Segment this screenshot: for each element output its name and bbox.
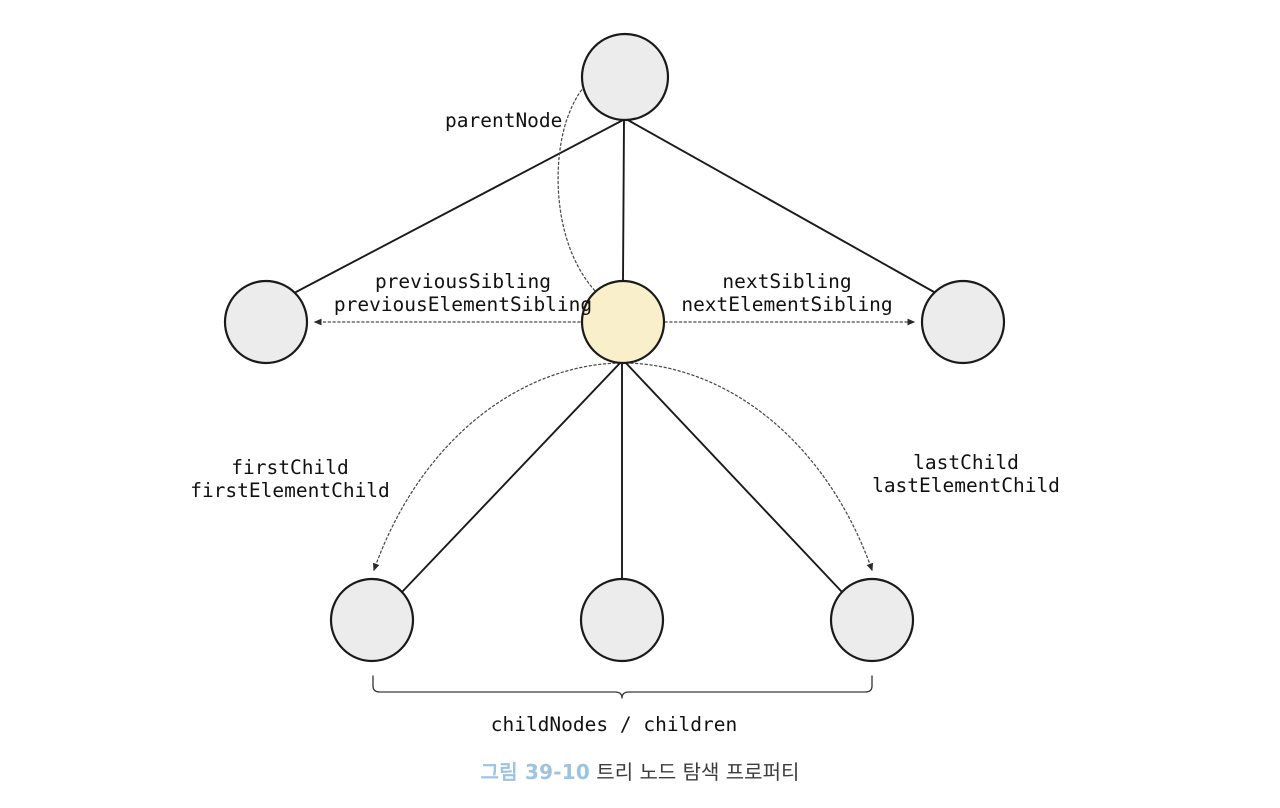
label-previous-sibling-line2: previousElementSibling [334, 293, 592, 316]
bracket-path [372, 675, 873, 699]
tree-edges-group [295, 118, 935, 593]
node-child-middle[interactable] [579, 577, 665, 663]
label-parent-node: parentNode [445, 109, 562, 132]
edge-root-to-next-sibling [625, 118, 935, 293]
node-current[interactable] [580, 279, 666, 365]
arrow-last-child [625, 362, 874, 572]
property-labels-group: parentNode previousSibling previousEleme… [190, 109, 1060, 736]
edge-current-to-child-last [624, 361, 843, 593]
arrow-parent-node [557, 79, 599, 295]
relation-arrows-group [313, 79, 916, 572]
edge-root-to-prev-sibling [295, 118, 626, 293]
node-child-first[interactable] [329, 577, 415, 663]
label-first-child-line1: firstChild [231, 456, 348, 479]
label-last-child-line2: lastElementChild [872, 474, 1060, 497]
arrow-first-child [372, 362, 621, 572]
figure-title: 트리 노드 탐색 프로퍼티 [596, 760, 800, 784]
figure-number: 그림 39-10 [480, 760, 590, 784]
label-next-sibling-line1: nextSibling [722, 270, 851, 293]
label-first-child-line2: firstElementChild [190, 479, 390, 502]
label-next-sibling-line2: nextElementSibling [681, 293, 892, 316]
node-previous-sibling[interactable] [223, 279, 309, 365]
label-previous-sibling-line1: previousSibling [375, 270, 551, 293]
edge-current-to-child-first [401, 361, 622, 593]
edge-root-to-current [622, 119, 625, 282]
child-nodes-bracket [372, 675, 873, 699]
figure-caption: 그림 39-10 트리 노드 탐색 프로퍼티 [0, 758, 1280, 786]
label-child-nodes: childNodes / children [491, 713, 738, 736]
node-root[interactable] [580, 32, 670, 122]
node-next-sibling[interactable] [920, 279, 1006, 365]
nodes-group [223, 32, 1006, 663]
label-last-child-line1: lastChild [913, 451, 1019, 474]
node-child-last[interactable] [829, 577, 915, 663]
